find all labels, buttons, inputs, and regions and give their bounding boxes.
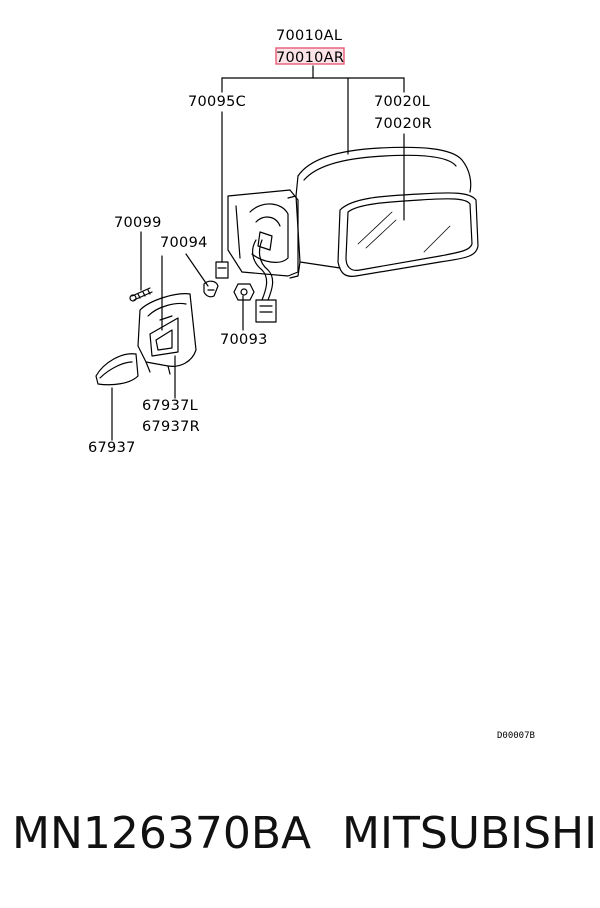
label-cover-inner-left[interactable]: 67937L — [142, 398, 198, 414]
selected-part-highlight — [275, 47, 345, 65]
drawing-code: D00007B — [497, 731, 535, 741]
inner-cover — [137, 293, 197, 375]
product-caption: MN126370BA MITSUBISHI — [12, 808, 597, 878]
nut-70093 — [233, 283, 255, 301]
label-nut-70093[interactable]: 70093 — [220, 332, 268, 348]
label-mirror-assy-left[interactable]: 70010AL — [276, 28, 342, 44]
label-cover-inner-right[interactable]: 67937R — [142, 419, 200, 435]
label-clip-70094[interactable]: 70094 — [160, 235, 208, 251]
cover-trim — [95, 353, 139, 386]
label-mirror-assy-right[interactable]: 70010AR — [276, 50, 344, 66]
mirror-glass — [337, 192, 479, 277]
wiring-harness — [252, 239, 277, 323]
part-number: MN126370BA — [12, 808, 312, 859]
screw-70095c — [215, 261, 229, 279]
screw-70099 — [129, 287, 153, 302]
mirror-housing — [227, 146, 472, 279]
brand-name: MITSUBISHI — [342, 808, 598, 859]
clip-70094 — [203, 280, 219, 298]
label-screw-70099[interactable]: 70099 — [114, 215, 162, 231]
label-cover-trim[interactable]: 67937 — [88, 440, 136, 456]
label-mirror-glass-right[interactable]: 70020R — [374, 116, 432, 132]
label-screw-70095c[interactable]: 70095C — [188, 94, 246, 110]
label-mirror-glass-left[interactable]: 70020L — [374, 94, 430, 110]
exploded-parts-diagram: 70010AL 70010AR 70095C 70020L 70020R 700… — [88, 28, 535, 741]
leader-lines — [111, 65, 405, 441]
